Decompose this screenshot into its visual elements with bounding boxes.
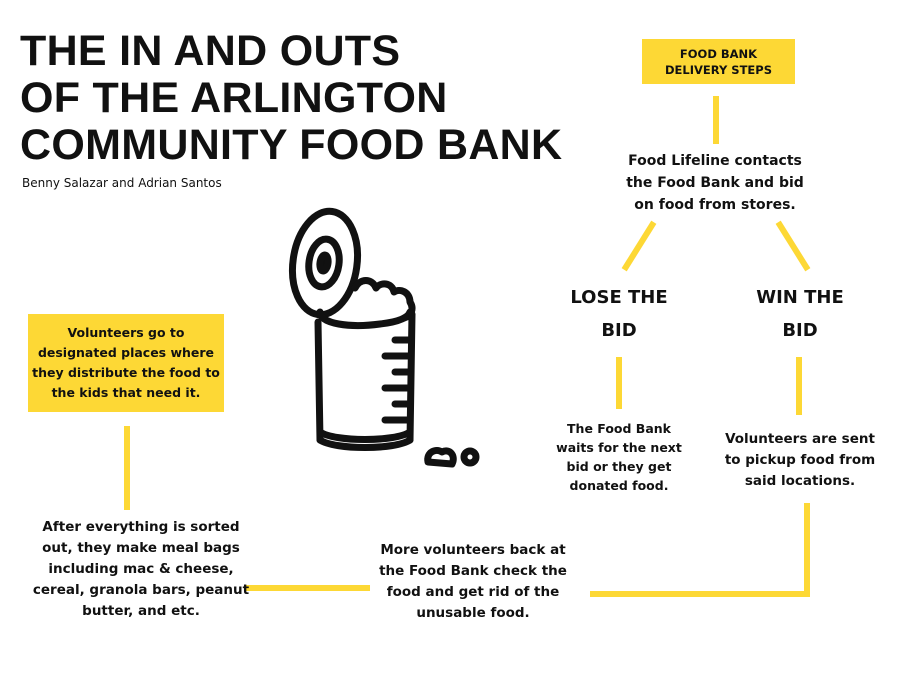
step-check-food: More volunteers back at the Food Bank ch… (379, 542, 567, 621)
win-line-1: WIN THE (756, 287, 844, 308)
delivery-steps-header: FOOD BANK DELIVERY STEPS (642, 39, 795, 84)
connector-contact-to-win (775, 220, 811, 272)
step-meal-bags: After everything is sorted out, they mak… (32, 519, 250, 619)
step-win-result: Volunteers are sent to pickup food from … (724, 431, 876, 489)
header-line-2: DELIVERY STEPS (664, 62, 772, 77)
connector-bags-to-distribute (124, 426, 130, 510)
distribute-text: Volunteers go to designated places where… (32, 325, 220, 400)
win-line-2: BID (782, 320, 818, 341)
header-line-1: FOOD BANK (679, 46, 758, 61)
title-line-1: THE IN AND OUTS (20, 27, 401, 75)
connector-contact-to-lose (621, 220, 657, 272)
connector-lose-to-result (616, 357, 622, 409)
lose-line-1: LOSE THE (570, 287, 668, 308)
connector-win-to-result (796, 357, 802, 415)
step-lose-result: The Food Bank waits for the next bid or … (556, 421, 682, 493)
connector-header-to-contact (713, 96, 719, 144)
title-line-3: COMMUNITY FOOD BANK (20, 121, 563, 169)
step-food-lifeline-contacts: Food Lifeline contacts the Food Bank and… (626, 153, 804, 213)
step-distribute-food: Volunteers go to designated places where… (28, 314, 224, 412)
connector-to-check (590, 591, 810, 597)
title-line-2: OF THE ARLINGTON (20, 74, 448, 122)
lose-the-bid-label: LOSE THE BID (560, 281, 678, 347)
connector-win-result-down (804, 503, 810, 597)
lose-line-2: BID (601, 320, 637, 341)
food-can-icon (288, 207, 480, 468)
connector-check-to-bags (246, 585, 370, 591)
win-the-bid-label: WIN THE BID (741, 281, 859, 347)
authors: Benny Salazar and Adrian Santos (22, 176, 222, 190)
page-title: THE IN AND OUTS OF THE ARLINGTON COMMUNI… (20, 28, 562, 169)
